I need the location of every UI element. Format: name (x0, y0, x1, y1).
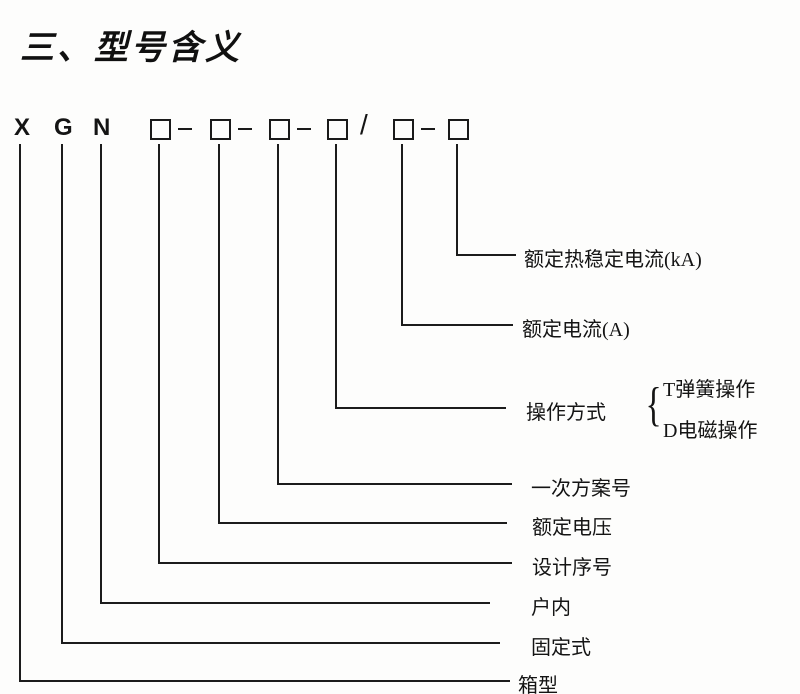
leader-h-box-type (19, 680, 510, 682)
leader-v-design-serial (158, 144, 160, 564)
model-box-2 (210, 119, 231, 140)
leader-h-indoor (100, 602, 490, 604)
legend-label-fixed-type: 固定式 (531, 637, 591, 659)
model-letter-x: X (14, 114, 31, 141)
legend-label-operation-mode: 操作方式 (526, 402, 606, 424)
leader-h-operation-mode (335, 407, 506, 409)
brace-icon: { (645, 378, 662, 431)
leader-v-primary-scheme (277, 144, 279, 485)
operation-option-spring: T弹簧操作 (663, 379, 756, 401)
model-box-3 (269, 119, 290, 140)
legend-label-rated-thermal-current: 额定热稳定电流(kA) (524, 249, 702, 271)
leader-v-rated-current (401, 144, 403, 326)
model-box-5 (393, 119, 414, 140)
legend-label-rated-current: 额定电流(A) (522, 319, 630, 341)
leader-v-operation-mode (335, 144, 337, 409)
legend-label-rated-voltage: 额定电压 (532, 517, 612, 539)
legend-label-primary-scheme: 一次方案号 (531, 478, 631, 500)
legend-label-design-serial: 设计序号 (532, 557, 612, 579)
model-letter-g: G (54, 114, 73, 141)
leader-h-rated-voltage (218, 522, 507, 524)
leader-h-rated-current (401, 324, 513, 326)
leader-v-rated-thermal-current (456, 144, 458, 256)
legend-label-box-type: 箱型 (518, 675, 558, 694)
leader-h-design-serial (158, 562, 512, 564)
model-box-4 (327, 119, 348, 140)
leader-v-box-type (19, 144, 21, 682)
leader-v-indoor (100, 144, 102, 604)
section-title: 三、型号含义 (20, 29, 242, 67)
model-slash: / (360, 109, 368, 140)
leader-h-fixed-type (61, 642, 500, 644)
leader-h-primary-scheme (277, 483, 512, 485)
model-dash-4 (421, 128, 435, 130)
model-box-6 (448, 119, 469, 140)
leader-v-fixed-type (61, 144, 63, 644)
model-dash-3 (297, 128, 311, 130)
leader-h-rated-thermal-current (456, 254, 516, 256)
leader-v-rated-voltage (218, 144, 220, 524)
operation-option-electromagnetic: D电磁操作 (663, 420, 758, 442)
model-dash-1 (178, 128, 192, 130)
model-box-1 (150, 119, 171, 140)
model-dash-2 (238, 128, 252, 130)
legend-label-indoor: 户内 (531, 597, 571, 619)
model-letter-n: N (93, 114, 111, 141)
